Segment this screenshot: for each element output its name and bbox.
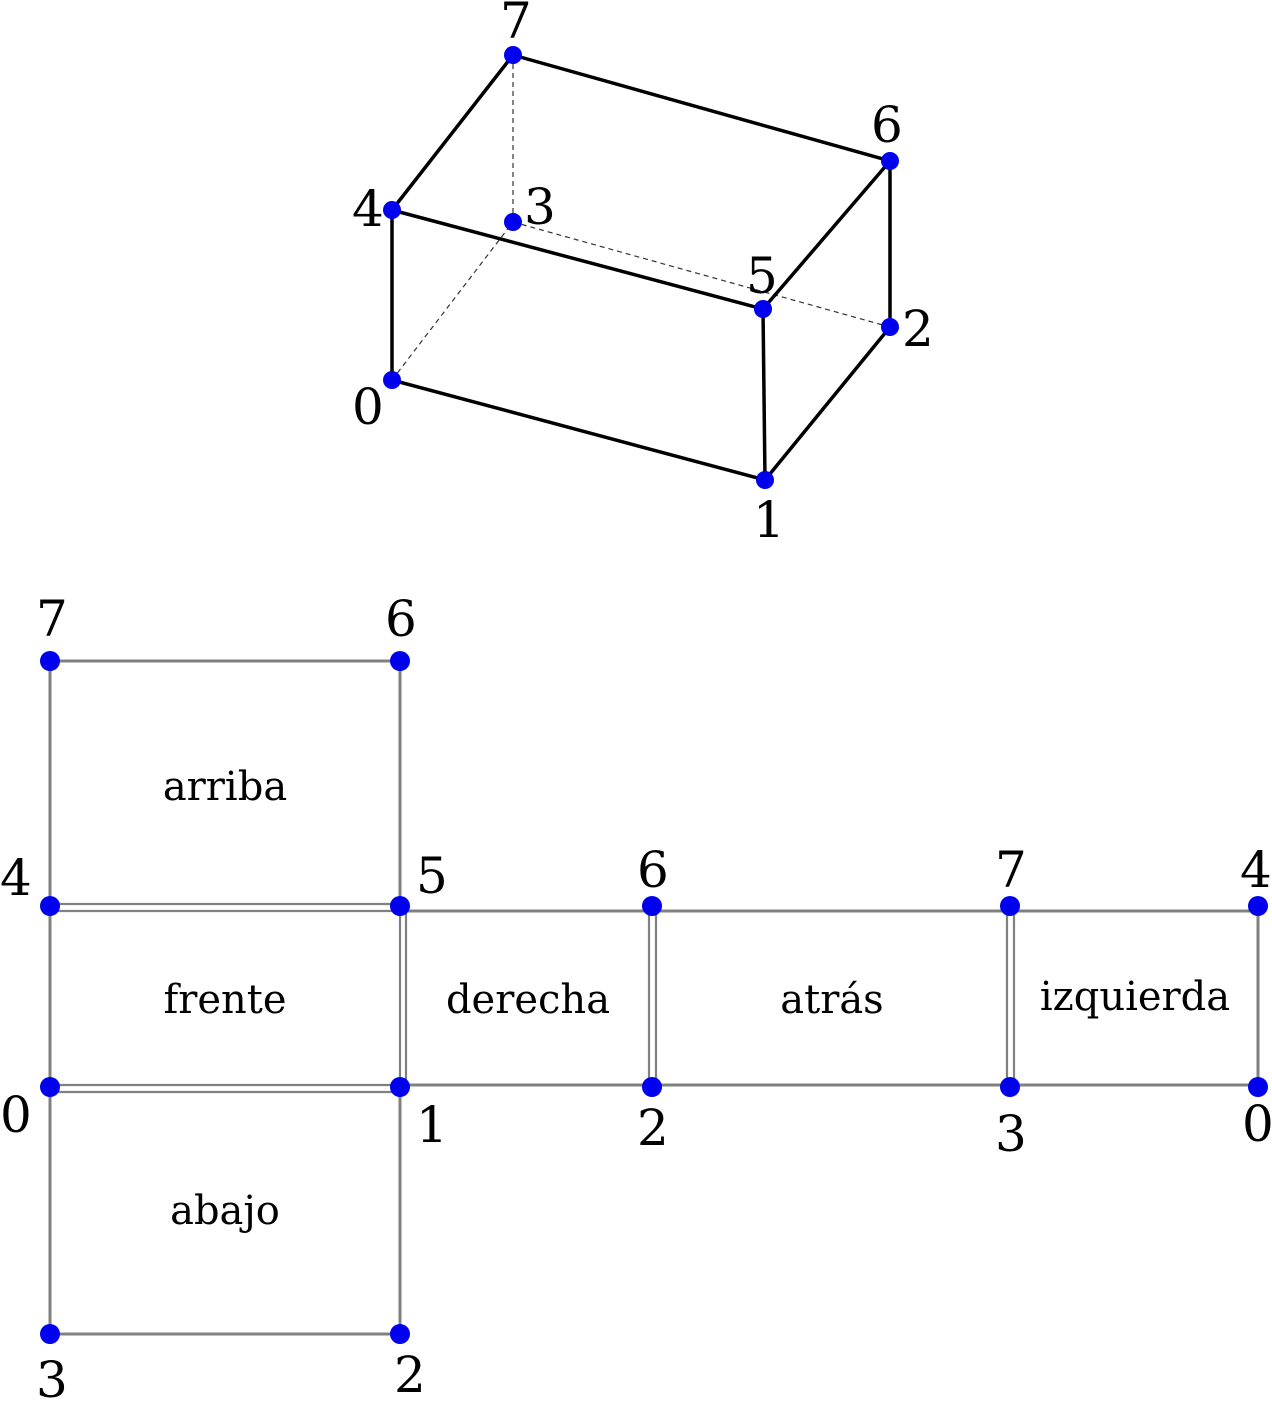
vertex-1 <box>756 471 774 489</box>
net-vertex-top-right <box>390 651 410 671</box>
box-3d: 0 1 2 3 4 5 6 7 <box>352 0 934 549</box>
face-label-left: izquierda <box>1040 974 1230 1020</box>
face-label-back: atrás <box>780 977 883 1023</box>
face-label-right: derecha <box>446 977 610 1023</box>
face-top <box>48 659 402 906</box>
net-label-front-tr: 5 <box>416 847 448 905</box>
edge-1-2 <box>763 325 892 482</box>
net-vertex-left-tr <box>1248 896 1268 916</box>
vertex-label-6: 6 <box>871 96 903 154</box>
net-label-bottom-bl: 3 <box>36 1351 68 1401</box>
net-label-left-tr: 4 <box>1240 841 1272 899</box>
net-vertex-front-tr <box>390 896 410 916</box>
net-label-front-br: 1 <box>416 1096 448 1154</box>
net-vertex-front-tl <box>40 896 60 916</box>
edge-6-7 <box>511 53 892 163</box>
vertex-label-5: 5 <box>746 247 778 305</box>
net-label-right-br: 2 <box>637 1099 669 1157</box>
vertex-label-2: 2 <box>902 300 934 358</box>
net-vertex-top-left <box>40 651 60 671</box>
net-vertex-left-br <box>1248 1077 1268 1097</box>
edge-7-4 <box>390 53 515 212</box>
net-vertex-right-br <box>642 1077 662 1097</box>
vertex-2 <box>881 318 899 336</box>
net-label-back-br: 3 <box>995 1105 1027 1163</box>
edge-0-1 <box>390 378 767 482</box>
vertex-label-1: 1 <box>753 491 785 549</box>
hidden-edge-3-2 <box>512 221 891 328</box>
net-vertex-front-bl <box>40 1077 60 1097</box>
net-label-bottom-br: 2 <box>394 1346 426 1401</box>
vertex-label-0: 0 <box>352 378 384 436</box>
net-label-front-tl: 4 <box>0 849 32 907</box>
net-label-back-tr: 7 <box>995 841 1027 899</box>
vertex-7 <box>504 46 522 64</box>
net-label-right-tr: 6 <box>637 841 669 899</box>
vertex-label-4: 4 <box>352 180 384 238</box>
face-label-top: arriba <box>163 764 287 810</box>
net-vertex-front-br <box>390 1077 410 1097</box>
net-vertex-right-tr <box>642 896 662 916</box>
hidden-edge-0-3 <box>391 221 514 381</box>
face-bottom <box>48 1087 402 1336</box>
vertex-5 <box>754 300 772 318</box>
vertex-label-3: 3 <box>524 178 556 236</box>
vertex-0 <box>383 371 401 389</box>
net-label-top-right: 6 <box>385 590 417 648</box>
net-vertex-bottom-bl <box>40 1324 60 1344</box>
edge-5-6 <box>761 159 892 311</box>
face-label-bottom: abajo <box>170 1188 280 1234</box>
edge-5-1 <box>761 307 767 482</box>
box-net: arriba frente derecha atrás izquierda ab… <box>0 590 1272 1401</box>
net-label-left-br: 0 <box>1242 1095 1272 1153</box>
vertex-6 <box>881 152 899 170</box>
edge-4-5 <box>390 208 765 311</box>
vertex-4 <box>383 201 401 219</box>
net-vertex-back-tr <box>1000 896 1020 916</box>
face-label-front: frente <box>163 977 286 1023</box>
net-label-top-left: 7 <box>36 590 68 648</box>
net-vertex-back-br <box>1000 1077 1020 1097</box>
vertex-3 <box>504 213 522 231</box>
vertex-label-7: 7 <box>500 0 532 50</box>
net-label-front-bl: 0 <box>0 1086 32 1144</box>
net-vertex-bottom-br <box>390 1324 410 1344</box>
